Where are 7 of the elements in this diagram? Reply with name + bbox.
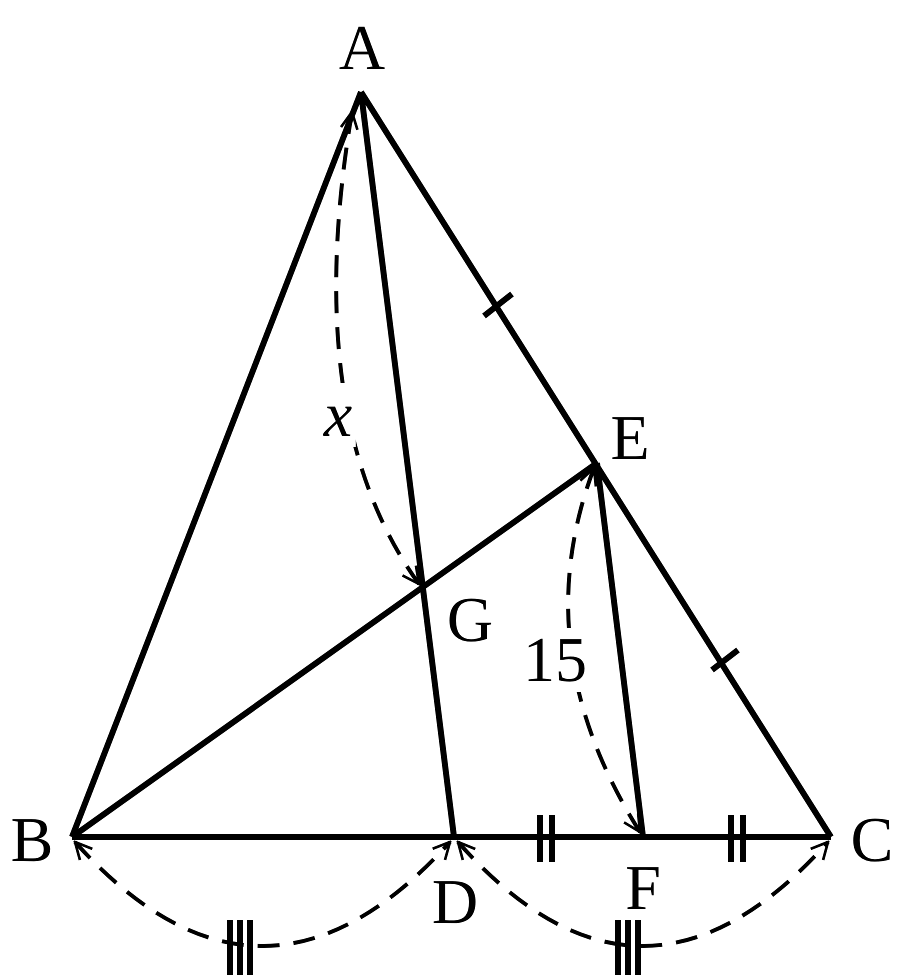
point-label: D <box>432 870 478 934</box>
point-label: G <box>446 588 494 652</box>
point-label: A <box>338 16 386 80</box>
point-label: F <box>625 856 661 920</box>
point-label: C <box>850 808 894 872</box>
point-label: E <box>610 406 650 470</box>
point-label: B <box>10 808 54 872</box>
